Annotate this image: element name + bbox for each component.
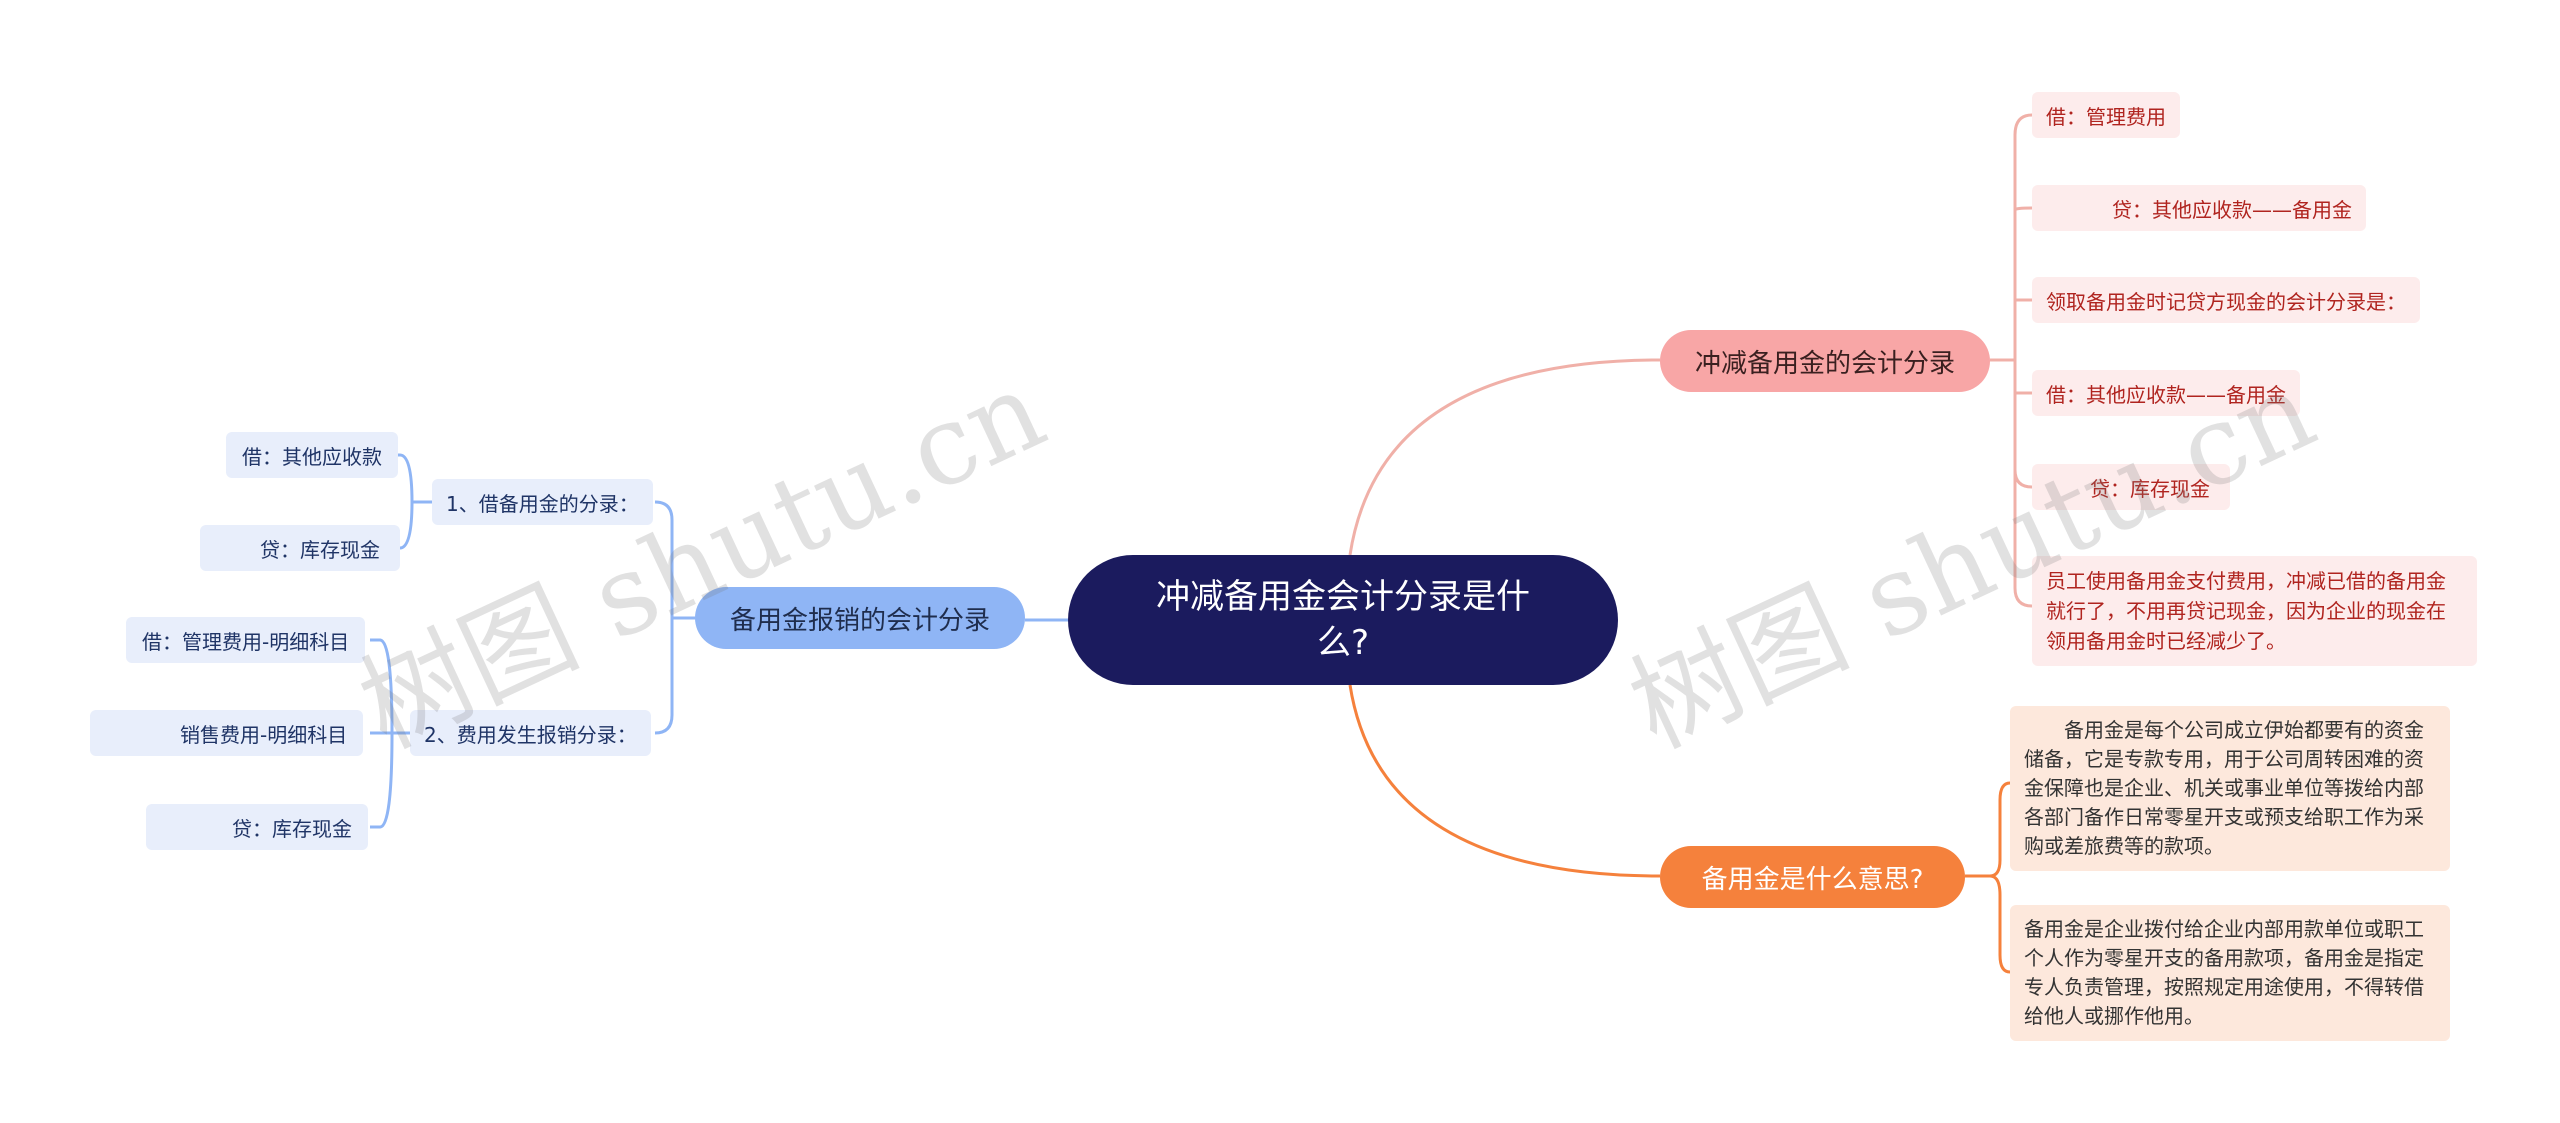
topic-reimbursement-entries[interactable]: 备用金报销的会计分录 [695,587,1025,649]
leaf-meaning-paragraph-1[interactable]: 备用金是每个公司成立伊始都要有的资金储备，它是专款专用，用于公司周转困难的资金保… [2010,706,2450,871]
leaf-label: 备用金是企业拨付给企业内部用款单位或职工个人作为零星开支的备用款项，备用金是指定… [2024,917,2424,1028]
leaf-label: 贷：其他应收款——备用金 [2112,197,2352,222]
leaf-meaning-paragraph-2[interactable]: 备用金是企业拨付给企业内部用款单位或职工个人作为零星开支的备用款项，备用金是指定… [2010,905,2450,1041]
leaf-credit-cash-1[interactable]: 贷：库存现金 [200,525,400,571]
root-topic[interactable]: 冲减备用金会计分录是什么? [1068,555,1618,685]
group-label: 2、费用发生报销分录： [424,722,637,747]
leaf-debit-petty-cash[interactable]: 借：其他应收款——备用金 [2032,370,2300,416]
leaf-debit-admin[interactable]: 借：管理费用 [2032,92,2180,138]
leaf-label: 借：其他应收款 [242,444,382,469]
leaf-debit-other-receivable[interactable]: 借：其他应收款 [226,432,398,478]
leaf-label: 贷：库存现金 [2090,476,2210,501]
leaf-label: 贷：库存现金 [232,816,352,841]
leaf-credit-petty-cash[interactable]: 贷：其他应收款——备用金 [2032,185,2366,231]
leaf-label: 贷：库存现金 [260,537,380,562]
leaf-label: 借：其他应收款——备用金 [2046,382,2286,407]
leaf-label: 借：管理费用 [2046,104,2166,129]
leaf-label: 员工使用备用金支付费用，冲减已借的备用金就行了，不用再贷记现金，因为企业的现金在… [2046,569,2446,653]
group-expense-reimbursement[interactable]: 2、费用发生报销分录： [410,710,651,756]
leaf-sales-expense[interactable]: 销售费用-明细科目 [90,710,364,756]
leaf-label: 销售费用-明细科目 [180,722,348,747]
topic-label: 备用金报销的会计分录 [729,605,990,636]
leaf-label: 备用金是每个公司成立伊始都要有的资金储备，它是专款专用，用于公司周转困难的资金保… [2024,718,2424,858]
topic-label: 冲减备用金的会计分录 [1694,348,1955,379]
topic-offset-entries[interactable]: 冲减备用金的会计分录 [1660,330,1990,392]
group-borrow-entry[interactable]: 1、借备用金的分录： [432,479,653,525]
leaf-credit-cash-2[interactable]: 贷：库存现金 [146,804,368,850]
leaf-label: 借：管理费用-明细科目 [142,629,350,654]
topic-label: 备用金是什么意思? [1701,864,1924,895]
topic-petty-cash-meaning[interactable]: 备用金是什么意思? [1660,846,1965,908]
leaf-credit-cash[interactable]: 贷：库存现金 [2032,464,2230,510]
root-title: 冲减备用金会计分录是什么? [1156,577,1530,663]
leaf-debit-admin-expense[interactable]: 借：管理费用-明细科目 [126,617,366,663]
leaf-offset-explanation[interactable]: 员工使用备用金支付费用，冲减已借的备用金就行了，不用再贷记现金，因为企业的现金在… [2032,556,2477,666]
group-label: 1、借备用金的分录： [446,491,639,516]
leaf-label: 领取备用金时记贷方现金的会计分录是： [2046,289,2406,314]
leaf-collect-entry-note[interactable]: 领取备用金时记贷方现金的会计分录是： [2032,277,2420,323]
